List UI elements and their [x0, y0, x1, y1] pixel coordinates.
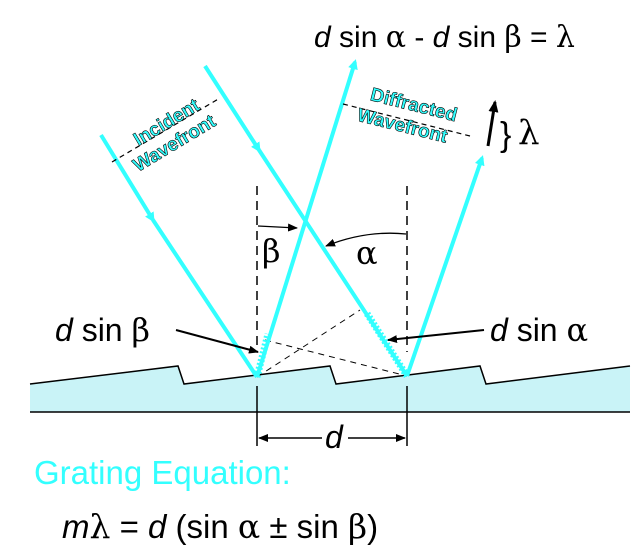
diffracted-beam-left: [255, 59, 358, 378]
eq-close: ): [367, 508, 378, 545]
title-beta: β: [504, 20, 521, 55]
grating-equation-heading: Grating Equation:: [34, 454, 291, 491]
path-diff-alpha: [363, 310, 410, 378]
title-alpha: α: [386, 20, 406, 55]
eq-d: d: [148, 508, 168, 545]
title-sin1: sin: [331, 21, 386, 54]
beta-label: β: [262, 232, 281, 270]
lambda-brace: }: [500, 116, 511, 154]
eq-pm-sin: ± sin: [260, 508, 348, 545]
title-equation: d sin α - d sin β = λ: [314, 20, 575, 55]
title-d2: d: [433, 21, 451, 54]
eq-beta: β: [348, 507, 367, 546]
eq-sin-open: (sin: [166, 508, 238, 545]
grating-equation: mλ = d (sin α ± sin β): [62, 507, 378, 546]
alpha-label: α: [356, 234, 378, 272]
beta-angle-arrow: [257, 223, 298, 232]
construction-line-2: [264, 339, 408, 377]
d-sin-beta-d: d: [55, 312, 74, 348]
lambda-arrow: [486, 100, 499, 147]
diffracted-beam-right: [405, 155, 485, 377]
d-sin-alpha-alpha: α: [566, 311, 588, 349]
path-diff-beta: [253, 333, 272, 378]
eq-equals: =: [110, 508, 148, 545]
incident-wavefront-label: Incident Wavefront: [129, 94, 220, 176]
d-sin-beta-label: d sin β: [55, 311, 150, 349]
eq-lambda: λ: [90, 507, 111, 546]
incident-beam-left: [99, 133, 155, 223]
title-d1: d: [314, 21, 332, 54]
d-sin-beta-beta: β: [131, 311, 150, 349]
diffracted-wavefront: [342, 103, 471, 137]
title-lambda: λ: [556, 20, 575, 55]
incident-beam-right: [203, 64, 261, 153]
title-equals: =: [522, 21, 556, 54]
eq-alpha: α: [238, 507, 260, 546]
d-sin-beta-sin: sin: [73, 312, 132, 348]
construction-line-1: [256, 309, 361, 378]
incident-wavefront: [111, 97, 221, 163]
grating-profile: [29, 365, 631, 385]
title-sin2: sin: [449, 21, 504, 54]
incident-beam-left-continue: [151, 218, 259, 379]
d-sin-beta-pointer: [175, 329, 259, 354]
diffracted-wavefront-label: Diffracted Wavefront: [355, 84, 460, 148]
d-sin-alpha-sin: sin: [508, 312, 567, 348]
d-sin-alpha-d: d: [490, 312, 509, 348]
d-sin-alpha-pointer: [387, 329, 485, 344]
lambda-label: λ: [518, 113, 540, 153]
title-minus: -: [406, 21, 433, 54]
spacing-d-label: d: [325, 419, 344, 455]
d-sin-alpha-label: d sin α: [490, 311, 588, 349]
eq-m: m: [62, 508, 90, 545]
alpha-angle-arc: [325, 232, 407, 247]
grating-body: [30, 366, 630, 412]
